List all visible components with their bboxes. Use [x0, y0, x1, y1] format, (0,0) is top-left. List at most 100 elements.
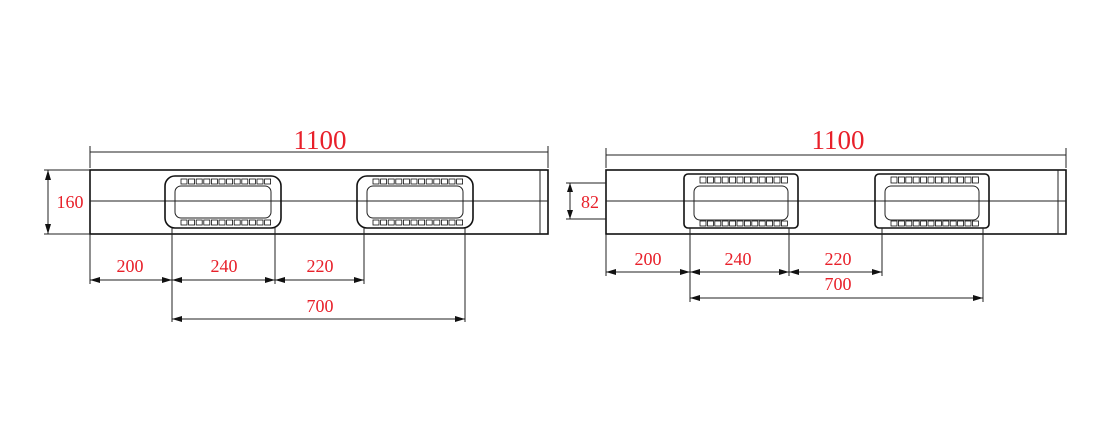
rib-cell [410, 178, 418, 185]
left-opening-2-ribs-top [372, 178, 464, 185]
rib-cell [248, 178, 256, 185]
rib-cell [781, 176, 788, 184]
rib-cell [418, 178, 426, 185]
rib-cell [210, 178, 218, 185]
right-fork-opening-1 [683, 173, 799, 229]
rib-cell [241, 178, 249, 185]
rib-cell [699, 220, 707, 227]
rib-cell [203, 219, 211, 226]
right-opening-1-ribs-top [699, 176, 788, 184]
rib-cell [912, 220, 920, 227]
rib-cell [890, 176, 898, 184]
rib-cell [744, 176, 751, 184]
rib-cell [264, 178, 272, 185]
rib-cell [773, 176, 781, 184]
left-dim-c-label: 220 [307, 256, 334, 276]
left-dimension-700: 700 [172, 296, 465, 322]
rib-cell [395, 178, 403, 185]
rib-cell [233, 219, 241, 226]
rib-cell [440, 219, 448, 226]
rib-cell [729, 220, 736, 227]
rib-cell [248, 219, 256, 226]
rib-cell [233, 178, 241, 185]
left-fork-opening-1 [164, 175, 282, 229]
right-overall-length-dimension: 1100 [605, 125, 1067, 168]
rib-cell [410, 219, 418, 226]
rib-cell [942, 220, 950, 227]
left-dim-a-label: 200 [117, 256, 144, 276]
right-overall-length-label: 1100 [812, 125, 865, 155]
rib-cell [395, 219, 403, 226]
rib-cell [372, 178, 380, 185]
rib-cell [380, 178, 388, 185]
rib-cell [218, 178, 226, 185]
rib-cell [935, 220, 942, 227]
right-height-label: 82 [581, 192, 599, 212]
rib-cell [758, 220, 766, 227]
rib-cell [766, 220, 773, 227]
rib-cell [751, 220, 759, 227]
rib-cell [721, 220, 729, 227]
rib-cell [210, 219, 218, 226]
right-dimension-220: 220 [789, 249, 882, 275]
rib-cell [972, 220, 979, 227]
rib-cell [935, 176, 942, 184]
left-dimension-200: 200 [90, 256, 172, 283]
right-opening-1-ribs-bottom [699, 220, 788, 227]
rib-cell [912, 176, 920, 184]
rib-cell [707, 220, 714, 227]
rib-cell [402, 178, 410, 185]
left-height-label: 160 [57, 192, 84, 212]
rib-cell [456, 219, 464, 226]
left-dim-b-label: 240 [211, 256, 238, 276]
rib-cell [721, 176, 729, 184]
rib-cell [773, 220, 781, 227]
rib-cell [226, 178, 234, 185]
rib-cell [188, 219, 196, 226]
left-pallet-body [89, 169, 549, 235]
rib-cell [957, 176, 964, 184]
rib-cell [387, 178, 395, 185]
rib-cell [898, 220, 905, 227]
rib-cell [433, 178, 441, 185]
right-fork-opening-2 [874, 173, 990, 229]
rib-cell [707, 176, 714, 184]
rib-cell [380, 219, 388, 226]
rib-cell [927, 220, 935, 227]
right-pallet-body [586, 169, 1067, 235]
left-fork-opening-2 [356, 175, 474, 229]
right-pallet-view: 1100 82 [566, 125, 1067, 302]
rib-cell [949, 176, 957, 184]
rib-cell [964, 220, 972, 227]
rib-cell [972, 176, 979, 184]
rib-cell [905, 220, 913, 227]
left-dimension-240: 240 [172, 256, 275, 283]
left-opening-1-ribs-bottom [180, 219, 272, 226]
rib-cell [714, 220, 722, 227]
right-dim-c-label: 220 [825, 249, 852, 269]
left-dimension-220: 220 [275, 256, 364, 283]
rib-cell [957, 220, 964, 227]
right-height-dimension: 82 [566, 182, 606, 220]
left-overall-length-label: 1100 [294, 125, 347, 155]
rib-cell [226, 219, 234, 226]
rib-cell [736, 220, 744, 227]
rib-cell [736, 176, 744, 184]
rib-cell [218, 219, 226, 226]
rib-cell [927, 176, 935, 184]
rib-cell [964, 176, 972, 184]
rib-cell [898, 176, 905, 184]
rib-cell [744, 220, 751, 227]
right-dimension-200: 200 [606, 249, 690, 275]
rib-cell [448, 219, 456, 226]
rib-cell [699, 176, 707, 184]
rib-cell [949, 220, 957, 227]
rib-cell [456, 178, 464, 185]
rib-cell [440, 178, 448, 185]
rib-cell [256, 219, 264, 226]
rib-cell [758, 176, 766, 184]
rib-cell [890, 220, 898, 227]
rib-cell [766, 176, 773, 184]
rib-cell [751, 176, 759, 184]
